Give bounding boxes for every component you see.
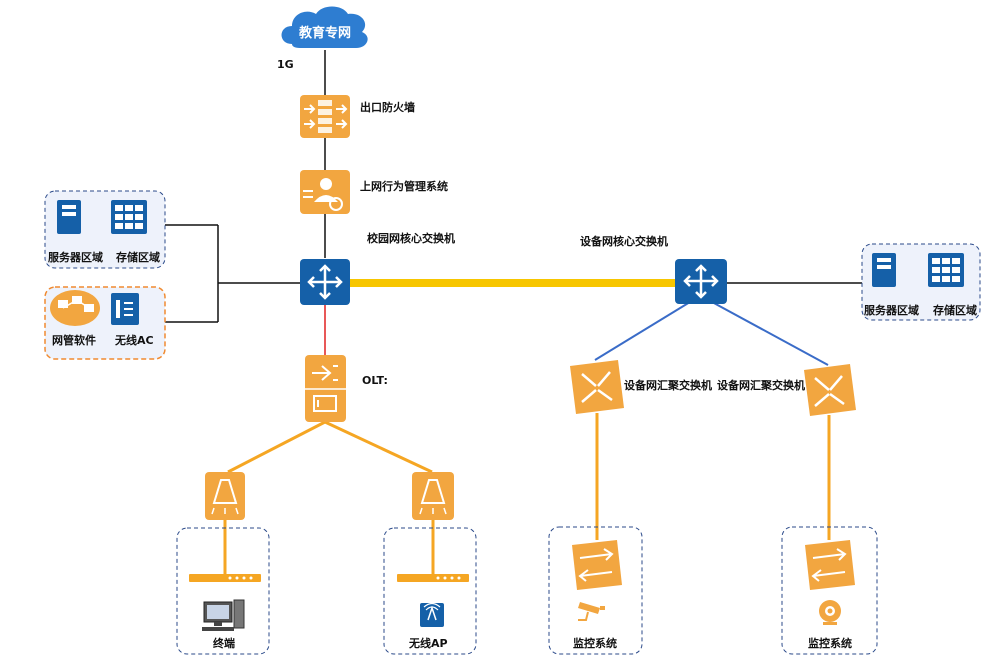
onu-icon [189, 574, 261, 582]
monitor2-label: 监控系统 [808, 636, 852, 650]
group-frame [176, 527, 270, 655]
ap-group: 无线AP [383, 527, 477, 655]
behavior-mgmt-icon [300, 170, 350, 214]
bandwidth-label: 1G [277, 58, 294, 71]
olt-splitter2-link [324, 420, 433, 474]
connections [165, 50, 862, 574]
nms-label: 网管软件 [52, 333, 96, 347]
agg2-node [804, 364, 856, 416]
campus-core-node [300, 259, 350, 305]
olt-label: OLT: [362, 374, 388, 387]
cloud-icon [281, 6, 368, 48]
terminal-group: 终端 [176, 527, 270, 655]
server-icon [872, 253, 896, 287]
access-switch-icon [572, 540, 622, 590]
group-frame [781, 526, 878, 655]
right-group: 服务器区域 存储区域 [861, 243, 981, 321]
storage-area-label: 存储区域 [116, 250, 160, 264]
ap-label: 无线AP [408, 636, 448, 650]
access-switch-icon [805, 540, 855, 590]
monitor1-label: 监控系统 [573, 636, 617, 650]
wireless-ap-icon [420, 602, 444, 627]
olt-node [305, 355, 346, 422]
core-agg2-link [711, 301, 829, 366]
optical-splitter-icon [412, 472, 454, 520]
onu-icon [397, 574, 469, 582]
desktop-computer-icon [202, 599, 245, 631]
firewall-node [300, 95, 350, 138]
behavior-label: 上网行为管理系统 [360, 179, 448, 193]
security-camera-icon [578, 602, 605, 621]
core-agg1-link [594, 301, 691, 361]
splitter1-node [205, 472, 245, 520]
aggregation-switch-icon [570, 360, 624, 414]
group-frame [548, 526, 643, 655]
monitor2-group: 监控系统 [781, 526, 878, 655]
group-frame [383, 527, 477, 655]
terminal-label: 终端 [213, 636, 235, 650]
server-area-label: 服务器区域 [864, 303, 919, 317]
agg1-label: 设备网汇聚交换机 [624, 378, 712, 392]
agg1-node [570, 360, 624, 414]
left-bottom-group: 网管软件 无线AC [44, 286, 166, 360]
nms-icon [50, 290, 100, 326]
wireless-ac-label: 无线AC [114, 333, 154, 347]
olt-splitter1-link [227, 420, 326, 474]
storage-icon [111, 200, 147, 234]
server-icon [57, 200, 81, 234]
splitter2-node [412, 472, 454, 520]
firewall-icon [300, 95, 350, 138]
cloud-node: 教育专网 [281, 6, 368, 48]
device-core-label: 设备网核心交换机 [580, 234, 668, 248]
campus-core-label: 校园网核心交换机 [367, 231, 455, 245]
storage-icon [928, 253, 964, 287]
aggregation-switch-icon [804, 364, 856, 416]
cloud-label: 教育专网 [298, 25, 351, 41]
device-core-node [675, 259, 727, 304]
left-top-group: 服务器区域 存储区域 [44, 190, 166, 269]
server-area-label: 服务器区域 [48, 250, 103, 264]
optical-splitter-icon [205, 472, 245, 520]
firewall-label: 出口防火墙 [360, 100, 415, 114]
wireless-ac-icon [111, 293, 139, 325]
agg2-label: 设备网汇聚交换机 [717, 378, 805, 392]
behavior-node [300, 170, 350, 214]
storage-area-label: 存储区域 [933, 303, 977, 317]
monitor1-group: 监控系统 [548, 526, 643, 655]
webcam-icon [819, 600, 841, 625]
